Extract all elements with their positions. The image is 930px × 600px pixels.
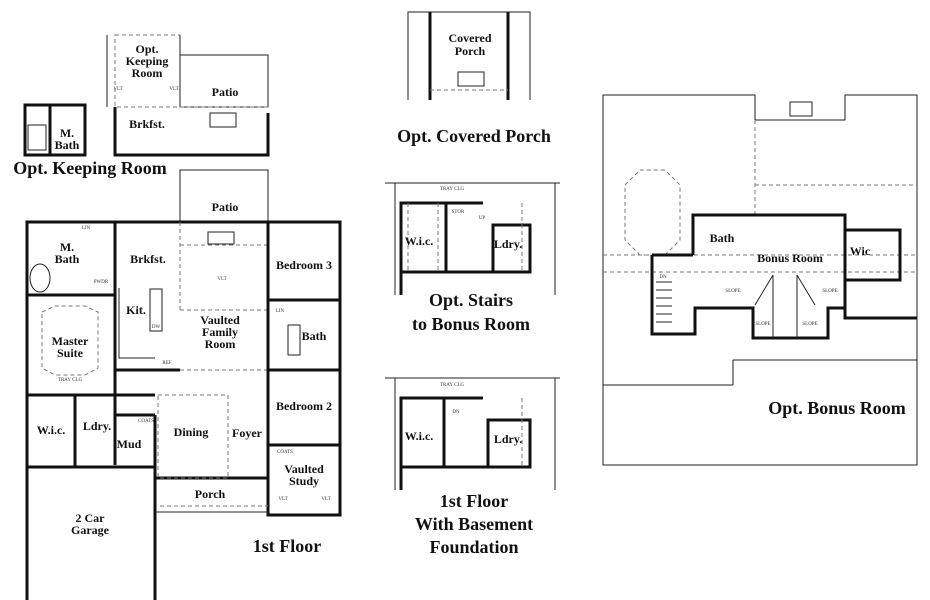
covered-porch-label: Covered [448, 31, 491, 45]
first-floor-plan: Patio M. Bath Brkfst. Bedroom 3 Kit. Vau… [25, 169, 342, 600]
title-basement-line2: With Basement [415, 514, 533, 534]
bedroom2-label: Bedroom 2 [276, 399, 332, 413]
opt-covered-porch-plan: Covered Porch [407, 11, 531, 100]
family-room-label-2: Family [202, 325, 238, 339]
slope-label: SLOPE [725, 289, 740, 294]
basement-foundation-inset: TRAY CLG W.i.c. Ldry. DN [385, 377, 560, 490]
garage-label-2: Garage [71, 523, 110, 537]
opt-stairs-inset: TRAY CLG W.i.c. Ldry. STOR UP [385, 182, 560, 295]
bedroom3-label: Bedroom 3 [276, 258, 332, 272]
garage-label: 2 Car [76, 511, 106, 525]
tray-ceiling-label: TRAY CLG [440, 187, 465, 192]
opt-keeping-room-plan: Opt. Keeping Room Patio Brkfst. M. Bath … [23, 34, 270, 157]
laundry-label: Ldry. [83, 419, 111, 433]
patio-label: Patio [212, 85, 239, 99]
title-opt-bonus-room: Opt. Bonus Room [768, 398, 906, 418]
stairs-down-label: DN [659, 275, 667, 280]
vlt-label: VLT [217, 277, 226, 282]
mbath-label: M. [60, 126, 74, 140]
title-opt-keeping-room: Opt. Keeping Room [13, 158, 167, 178]
master-suite-label-2: Suite [57, 346, 84, 360]
dishwasher-label: DW [152, 325, 161, 330]
wic-label: W.i.c. [37, 423, 66, 437]
mud-label: Mud [117, 437, 142, 451]
bath-label: Bath [302, 329, 327, 343]
powder-label: PWDR [94, 280, 109, 285]
porch-label: Porch [195, 487, 226, 501]
opt-bonus-room-plan: Bath Bonus Room Wic SLOPE SLOPE SLOPE SL… [602, 94, 918, 466]
wic-label: Wic [850, 244, 871, 258]
brkfst-label: Brkfst. [129, 117, 165, 131]
fireplace-icon [209, 112, 237, 128]
family-room-label: Vaulted [200, 313, 240, 327]
bonus-room-label: Bonus Room [757, 251, 823, 265]
master-suite-label: Master [52, 334, 89, 348]
dining-label: Dining [174, 425, 209, 439]
mbath-label-2: Bath [55, 252, 80, 266]
linen-label: LIN [82, 226, 91, 231]
coats-label-2: COATS [277, 450, 293, 455]
vlt-label-2: VLT [169, 87, 178, 92]
chimney-icon [789, 101, 813, 117]
family-room-label-3: Room [205, 337, 236, 351]
patio-label: Patio [212, 200, 239, 214]
kitchen-island [149, 288, 163, 332]
title-first-floor: 1st Floor [253, 536, 321, 556]
title-basement-line1: 1st Floor [440, 491, 508, 511]
foyer-label: Foyer [232, 426, 263, 440]
covered-porch-label-2: Porch [455, 44, 486, 58]
stairs-up-label: UP [479, 216, 486, 221]
wic-label: W.i.c. [405, 429, 434, 443]
keeping-label-2: Keeping [126, 54, 169, 68]
fireplace-icon [207, 231, 235, 245]
keeping-label: Opt. [135, 42, 158, 56]
kitchen-label: Kit. [126, 303, 146, 317]
tub-icon [29, 263, 51, 293]
brkfst-label: Brkfst. [130, 252, 166, 266]
slope-label-4: SLOPE [822, 289, 837, 294]
tub-icon-2 [287, 324, 301, 356]
title-opt-stairs-line2: to Bonus Room [412, 314, 530, 334]
storage-label: STOR [452, 210, 465, 215]
coats-label: COATS [138, 419, 154, 424]
vlt-label: VLT [113, 87, 122, 92]
laundry-label: Ldry. [494, 432, 522, 446]
refrigerator-label: REF [162, 361, 171, 366]
vlt-label-2: VLT [278, 497, 287, 502]
laundry-label: Ldry. [494, 237, 522, 251]
linen-label-2: LIN [276, 309, 285, 314]
title-opt-stairs-line1: Opt. Stairs [429, 290, 513, 310]
study-label: Vaulted [284, 462, 324, 476]
slope-label-3: SLOPE [802, 322, 817, 327]
vlt-label-3: VLT [321, 497, 330, 502]
title-basement-line3: Foundation [429, 537, 518, 557]
stair-treads [656, 281, 672, 323]
tray-ceiling-label: TRAY CLG [440, 383, 465, 388]
study-label-2: Study [289, 474, 319, 488]
slope-label-2: SLOPE [755, 322, 770, 327]
bath-label: Bath [710, 231, 735, 245]
stairs-down-label: DN [452, 410, 460, 415]
title-opt-covered-porch: Opt. Covered Porch [397, 126, 551, 146]
mbath-label: M. [60, 240, 74, 254]
mbath-label-2: Bath [55, 138, 80, 152]
tray-ceiling-label: TRAY CLG [58, 378, 83, 383]
fireplace-icon [457, 71, 485, 87]
wic-label: W.i.c. [405, 234, 434, 248]
keeping-label-3: Room [132, 66, 163, 80]
